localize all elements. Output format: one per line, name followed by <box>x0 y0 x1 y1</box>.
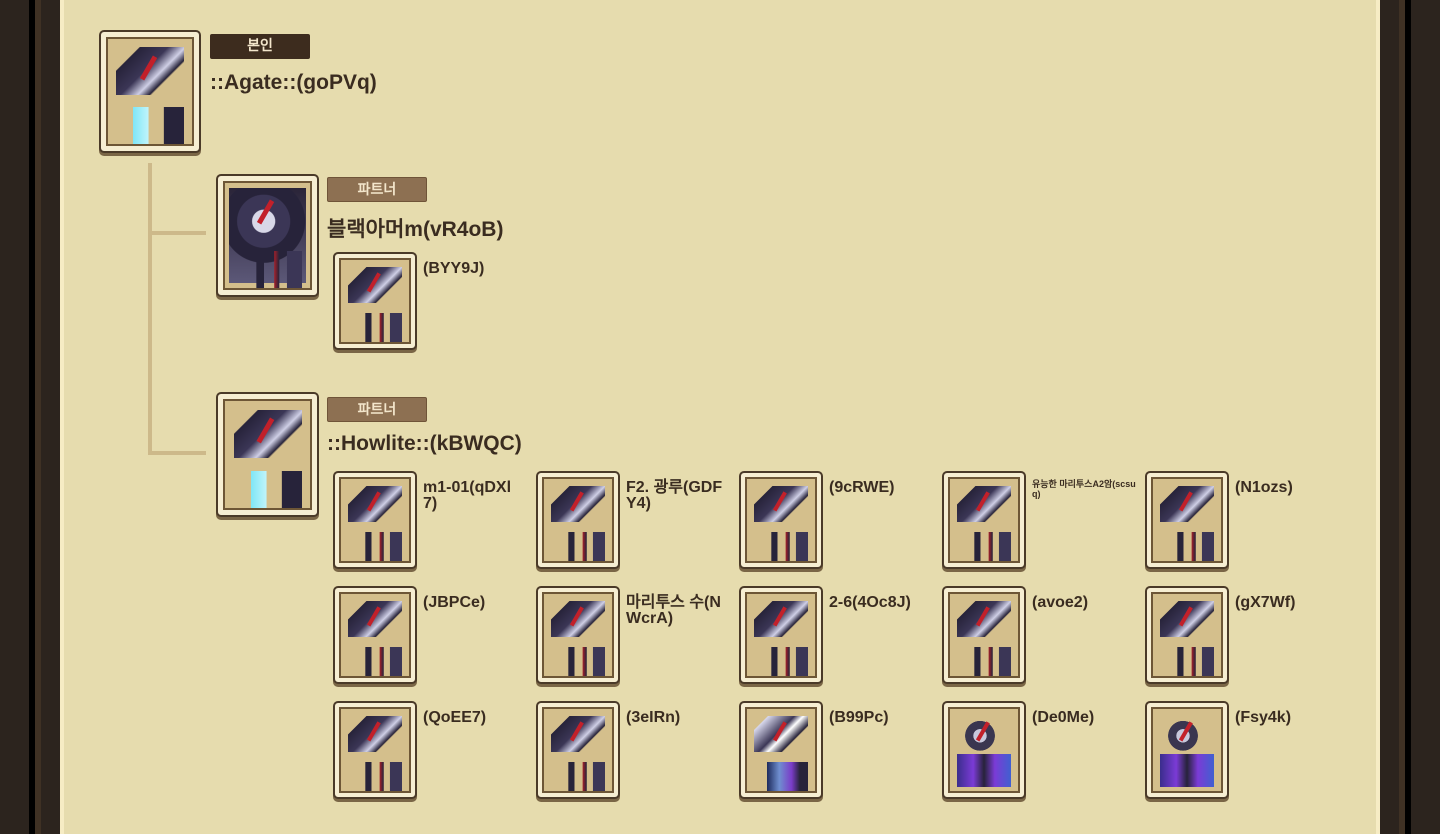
tree-line-branch <box>148 451 206 455</box>
child-portrait-card[interactable] <box>942 586 1026 684</box>
child-portrait-card[interactable] <box>942 701 1026 799</box>
child-name: (9cRWE) <box>829 479 895 496</box>
self-portrait-card[interactable] <box>99 30 201 153</box>
character-portrait <box>745 707 817 793</box>
character-portrait <box>745 592 817 678</box>
partner-name: ::Howlite::(kBWQC) <box>327 432 522 455</box>
child-name: (JBPCe) <box>423 594 486 611</box>
character-portrait <box>339 707 411 793</box>
child-name: (De0Me) <box>1032 709 1095 726</box>
character-portrait <box>948 477 1020 563</box>
child-name: 마리투스 수(NWcrA) <box>626 594 721 627</box>
child-name: (N1ozs) <box>1235 479 1293 496</box>
child-name: (Fsy4k) <box>1235 709 1292 726</box>
child-name: F2. 광루(GDFY4) <box>626 479 723 512</box>
character-portrait <box>948 707 1020 793</box>
self-name: ::Agate::(goPVq) <box>210 71 377 94</box>
child-name: (3eIRn) <box>626 709 681 726</box>
child-name: m1-01(qDXl 7) <box>423 479 512 512</box>
child-portrait-card[interactable] <box>739 471 823 569</box>
character-portrait <box>1151 592 1223 678</box>
child-portrait-card[interactable] <box>1145 701 1229 799</box>
child-portrait-card[interactable] <box>333 586 417 684</box>
frame-border-left <box>29 0 35 834</box>
child-portrait-card[interactable] <box>536 471 620 569</box>
child-portrait-card[interactable] <box>942 471 1026 569</box>
partner-portrait-card[interactable] <box>216 174 319 297</box>
partner-badge: 파트너 <box>327 177 427 202</box>
character-portrait <box>1151 707 1223 793</box>
child-portrait-card[interactable] <box>1145 471 1229 569</box>
partner-name: 블랙아머m(vR4oB) <box>327 218 504 241</box>
tree-line-branch <box>148 231 206 235</box>
frame-border-right <box>1405 0 1411 834</box>
character-portrait <box>339 258 411 344</box>
tree-line-vertical <box>148 163 152 455</box>
character-portrait <box>1151 477 1223 563</box>
child-name: (QoEE7) <box>423 709 487 726</box>
character-portrait <box>339 477 411 563</box>
self-badge: 본인 <box>210 34 310 59</box>
character-portrait <box>542 477 614 563</box>
character-portrait <box>542 592 614 678</box>
frame-border-right-inner <box>1399 0 1405 834</box>
character-portrait <box>745 477 817 563</box>
child-portrait-card[interactable] <box>536 701 620 799</box>
child-name: (avoe2) <box>1032 594 1089 611</box>
child-portrait-card[interactable] <box>536 586 620 684</box>
partner-portrait-card[interactable] <box>216 392 319 517</box>
child-portrait-card[interactable] <box>333 701 417 799</box>
character-portrait <box>339 592 411 678</box>
character-portrait <box>223 399 312 510</box>
child-name: (BYY9J) <box>423 260 485 277</box>
child-portrait-card[interactable] <box>333 252 417 350</box>
partner-badge: 파트너 <box>327 397 427 422</box>
child-portrait-card[interactable] <box>739 701 823 799</box>
frame-border-left-inner <box>35 0 41 834</box>
character-portrait <box>106 37 194 146</box>
child-portrait-card[interactable] <box>333 471 417 569</box>
character-portrait <box>223 181 312 290</box>
child-portrait-card[interactable] <box>1145 586 1229 684</box>
child-name: (B99Pc) <box>829 709 889 726</box>
child-name: 유능한 마리투스A2암(scsuq) <box>1032 479 1136 499</box>
character-portrait <box>948 592 1020 678</box>
child-name: 2-6(4Oc8J) <box>829 594 911 611</box>
character-portrait <box>542 707 614 793</box>
child-name: (gX7Wf) <box>1235 594 1296 611</box>
child-portrait-card[interactable] <box>739 586 823 684</box>
